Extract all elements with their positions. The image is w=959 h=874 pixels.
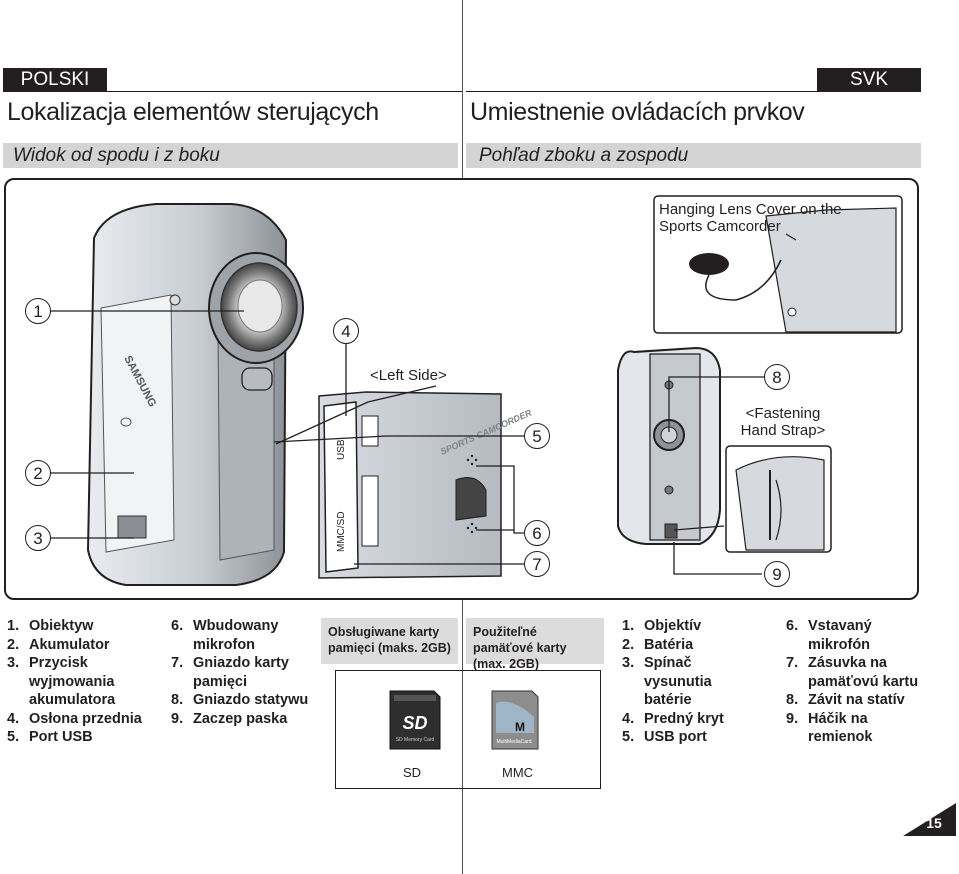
callout-4: 4 [333,318,359,344]
list-item: 2.Akumulator [7,636,110,653]
hanging-cover-label: Hanging Lens Cover on the Sports Camcord… [659,201,842,235]
header-rule-right [466,91,921,92]
sd-card-text: SD Memory Card [396,737,435,743]
list-item: 9.Zaczep paska [171,710,288,727]
mmc-logo: M [515,720,525,734]
camcorder-illustration: SAMSUNG USB MMC/SD SPORTS CAMCORDER [50,195,903,586]
memory-card-box: SD SD Memory Card M MultiMediaCard SD MM… [335,670,601,789]
callout-5: 5 [524,423,550,449]
section-subtitle-polish: Widok od spodu i z boku [3,143,458,168]
page-number: 15 [926,815,942,831]
list-item: 7.Gniazdo karty pamięci [171,655,289,690]
page-title-slovak: Umiestnenie ovládacích prvkov [470,98,805,126]
list-item: 4.Osłona przednia [7,710,142,727]
list-item: 5.USB port [622,729,707,745]
language-tag-slovak: SVK [817,68,921,92]
callout-1: 1 [25,298,51,324]
callout-2: 2 [25,460,51,486]
callout-7: 7 [524,551,550,577]
language-tag-polish: POLSKI [3,68,107,92]
list-item: 6.Wbudowany mikrofon [171,618,279,653]
fastening-strap-label: <Fastening Hand Strap> [740,405,826,439]
supported-cards-heading-slovak: Použiteľné pamäťové karty (max. 2GB) [466,618,604,671]
left-side-label: <Left Side> [370,367,447,384]
parts-list-slovak-1: 1.Objektív 2.Batéria 3.Spínač vysunutia … [622,617,772,747]
list-item: 3.Przycisk wyjmowania akumulatora [7,655,116,708]
sd-logo: SD [402,713,427,733]
section-subtitle-slovak: Pohľad zboku a zospodu [466,143,921,168]
list-item: 8.Gniazdo statywu [171,692,309,708]
supported-cards-heading-polish: Obsługiwane karty pamięci (maks. 2GB) [321,618,458,664]
callout-9: 9 [764,561,790,587]
mmc-slot-label: MMC/SD [336,511,347,552]
sd-caption: SD [403,765,422,780]
memory-card-illustrations: SD SD Memory Card M MultiMediaCard [389,690,539,750]
parts-list-polish-1: 1.Obiektyw 2.Akumulator 3.Przycisk wyjmo… [7,617,152,747]
usb-port-label: USB [336,439,347,460]
list-item: 2.Batéria [622,636,694,653]
list-item: 4.Predný kryt [622,710,724,727]
parts-list-slovak-2: 6.Vstavaný mikrofón 7.Zásuvka na pamäťov… [786,617,936,747]
list-item: 7.Zásuvka na pamäťovú kartu [786,655,919,690]
page-title-polish: Lokalizacja elementów sterujących [7,98,379,126]
page-number-badge [903,803,956,836]
callout-8: 8 [764,364,790,390]
parts-list-polish-2: 6.Wbudowany mikrofon 7.Gniazdo karty pam… [171,617,311,728]
callout-3: 3 [25,525,51,551]
list-item: 6.Vstavaný mikrofón [786,618,872,653]
list-item: 8.Závit na statív [786,692,905,708]
camcorder-figure: SAMSUNG USB MMC/SD SPORTS CAMCORDER [4,178,919,600]
list-item: 1.Obiektyw [7,618,94,634]
mmc-caption: MMC [502,765,534,780]
list-item: 9.Háčik na remienok [786,710,873,746]
callout-6: 6 [524,520,550,546]
list-item: 3.Spínač vysunutia batérie [622,655,712,708]
header-rule-left [3,91,462,92]
list-item: 1.Objektív [622,618,702,634]
list-item: 5.Port USB [7,729,93,745]
mmc-card-text: MultiMediaCard [496,739,531,745]
